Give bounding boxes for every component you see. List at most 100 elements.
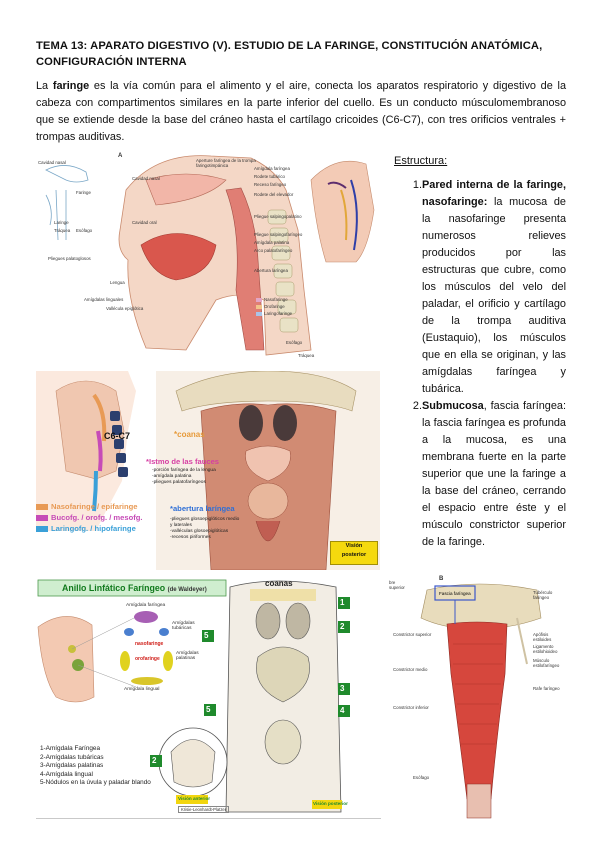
fig4-label: Rafe faríngeo — [533, 686, 560, 691]
structure-item-bold: Submucosa — [422, 400, 484, 412]
legend-label: Bucofg. / orofg. / mesofg. — [51, 513, 143, 522]
fig4-panel-letter: B — [439, 576, 444, 582]
fig1-label: Amígdala palatina — [254, 240, 290, 245]
label-coanas-3: coanas — [265, 579, 293, 588]
fig1-label: Laringe — [54, 220, 69, 225]
page-title: TEMA 13: APARATO DIGESTIVO (V). ESTUDIO … — [36, 40, 543, 68]
istmo-line: -pliegues palatofaríngeos — [152, 480, 206, 485]
legend-label: Nasofaringe / epifaringe — [51, 502, 138, 511]
abertura-line: y laterales — [170, 523, 192, 528]
structure-list: 1. Pared interna de la faringe, nasofari… — [394, 177, 566, 551]
fig1-label: Tráquea — [298, 353, 315, 358]
number-badge: 2 — [152, 756, 157, 765]
vision-posterior-badge: Visión posterior — [330, 541, 378, 565]
fig1-legend: Nasofaringe Orofaringe Laringofaringe — [256, 296, 292, 317]
waldeyer-title-main: Anillo Linfático Faríngeo — [62, 583, 166, 593]
number-badge: 1 — [340, 598, 345, 607]
fig1-panel-letter: A — [118, 153, 123, 159]
pharynx-regions-illustration — [36, 371, 380, 570]
istmo-line: -porción faríngea de la lengua — [152, 468, 216, 473]
structure-item: 1. Pared interna de la faringe, nasofari… — [394, 177, 566, 398]
fig1-label: Faringe — [76, 190, 91, 195]
legend-label: Laringofaringe — [264, 311, 293, 316]
fig2-legend: Nasofaringe / epifaringe Bucofg. / orofg… — [36, 501, 143, 534]
fig3-label: Amígdalas tubáricas — [172, 621, 195, 631]
fig1-label: Receso faríngeo — [254, 182, 287, 187]
fig4-label: Apófisis estiloides — [533, 632, 552, 642]
fig1-label: Aperture faríngea de la trompa faringoti… — [196, 158, 256, 168]
legend-swatch — [256, 297, 262, 302]
fig4-label: Constrictor superior — [393, 632, 432, 637]
legend-swatch — [36, 503, 48, 510]
badge-line: posterior — [341, 552, 367, 558]
abertura-line: -valléculas glosoepiglóticas — [170, 529, 229, 534]
figure-pharynx-regions: C6-C7 Nasofaringe / epifaringe Bucofg. /… — [36, 371, 380, 570]
figure-fascia-faringea: B bre superior Fascia faríngea Constrict… — [387, 574, 565, 820]
intro-after: es la vía común para el alimento y el ai… — [36, 80, 567, 143]
structure-heading: Estructura: — [394, 155, 448, 167]
istmo-list: -porción faríngea de la lengua -amígdala… — [152, 468, 216, 486]
fig4-label: Músculo estilofaríngeo — [533, 658, 560, 668]
vision-anterior-label: Visión anterior — [178, 796, 211, 801]
fig4-label: Constrictor inferior — [393, 705, 429, 710]
fig1-label: Amígdala faríngea — [254, 166, 290, 171]
legend-label: Nasofaringe — [264, 297, 288, 302]
abertura-list: -pliegues glosoepiglóticos medio y later… — [170, 517, 239, 541]
structure-item: 2. Submucosa, fascia faríngea: la fascia… — [394, 398, 566, 551]
structure-item-number: 1. — [412, 179, 422, 191]
vision-posterior-label: Visión posterior — [313, 801, 348, 806]
fig4-label: Tubérculo faríngeo — [533, 590, 553, 600]
fig3-label: Amígdalas palatinas — [176, 651, 199, 661]
fascia-faringea-illustration — [420, 583, 542, 819]
fig1-label: Pliegues palatoglosos — [48, 256, 91, 261]
fig1-label: Cavidad oral — [132, 220, 157, 225]
number-badge: 4 — [340, 706, 345, 715]
fig1-label: Arco palatofaríngeo — [254, 248, 293, 253]
label-abertura: *abertura laríngea — [170, 504, 235, 513]
figure-credit: Krisie-Leonhardt-Platzer — [178, 806, 230, 813]
legend-label: Laringofg. / hipofaringe — [51, 524, 136, 533]
badge-line: Visión — [345, 543, 363, 549]
number-badge: 3 — [340, 684, 345, 693]
waldeyer-title-suffix: (de Waldeyer) — [167, 587, 207, 593]
waldeyer-list-item: 3-Amígdalas palatinas — [40, 762, 104, 769]
label-coanas: *coanas — [174, 430, 205, 439]
fig3-label: Amígdala lingual — [124, 687, 160, 692]
istmo-line: -amígdala palatina — [152, 474, 192, 479]
structure-item-number: 2. — [412, 400, 422, 412]
fig3-label: nasofaringe — [135, 641, 164, 647]
fig4-label: Ligamento estilohioideo — [533, 644, 558, 654]
fig1-label: Amígdalas linguales — [84, 297, 124, 302]
fig3-label: Amígdala faríngea — [126, 603, 166, 608]
fig1-label: Lengua — [110, 280, 125, 285]
figure-sagittal-section: A Cavidad nasal Faringe Laringe Tráquea … — [36, 150, 380, 364]
figure-waldeyer-ring: Anillo Linfático Faríngeo (de Waldeyer) … — [36, 577, 381, 817]
number-badge: 5 — [204, 631, 209, 640]
waldeyer-ring-illustration — [37, 579, 350, 813]
waldeyer-list-item: 5-Nódulos en la úvula y paladar blando — [40, 779, 151, 786]
fig4-label: superior — [389, 585, 405, 590]
legend-swatch — [256, 304, 262, 309]
waldeyer-list: 1-Amígdala Faríngea 2-Amígdalas tubárica… — [40, 745, 151, 788]
intro-term: faringe — [52, 80, 90, 92]
fig1-label: Rodete tubárico — [254, 174, 285, 179]
waldeyer-list-item: 4-Amígdala lingual — [40, 770, 93, 778]
fig1-label: Esófago — [286, 340, 303, 345]
waldeyer-list-item: 1-Amígdala Faríngea — [40, 745, 101, 752]
fig1-label: Vallécula epiglótica — [106, 306, 144, 311]
legend-label: Orofaringe — [264, 304, 285, 309]
fig1-label: Rodete del elevador — [254, 192, 294, 197]
fig4-label: Constrictor medio — [393, 667, 428, 672]
legend-swatch — [36, 514, 48, 521]
structure-item-text: , fascia faríngea: la fascia faríngea es… — [422, 400, 566, 548]
number-badge: 2 — [340, 622, 345, 631]
fig1-label: Esófago — [76, 228, 93, 233]
fig1-label: Pliegue salpingopalatino — [254, 214, 302, 219]
fig1-label: Abertura laríngea — [254, 268, 288, 273]
fig1-label: Cavidad nasal — [132, 176, 160, 181]
fig4-label: bre — [389, 580, 396, 585]
intro-paragraph: La faringe es la vía común para el alime… — [36, 78, 566, 146]
sagittal-section-illustration — [45, 154, 380, 356]
legend-swatch — [36, 525, 48, 532]
fig1-label: Tráquea — [54, 228, 71, 233]
